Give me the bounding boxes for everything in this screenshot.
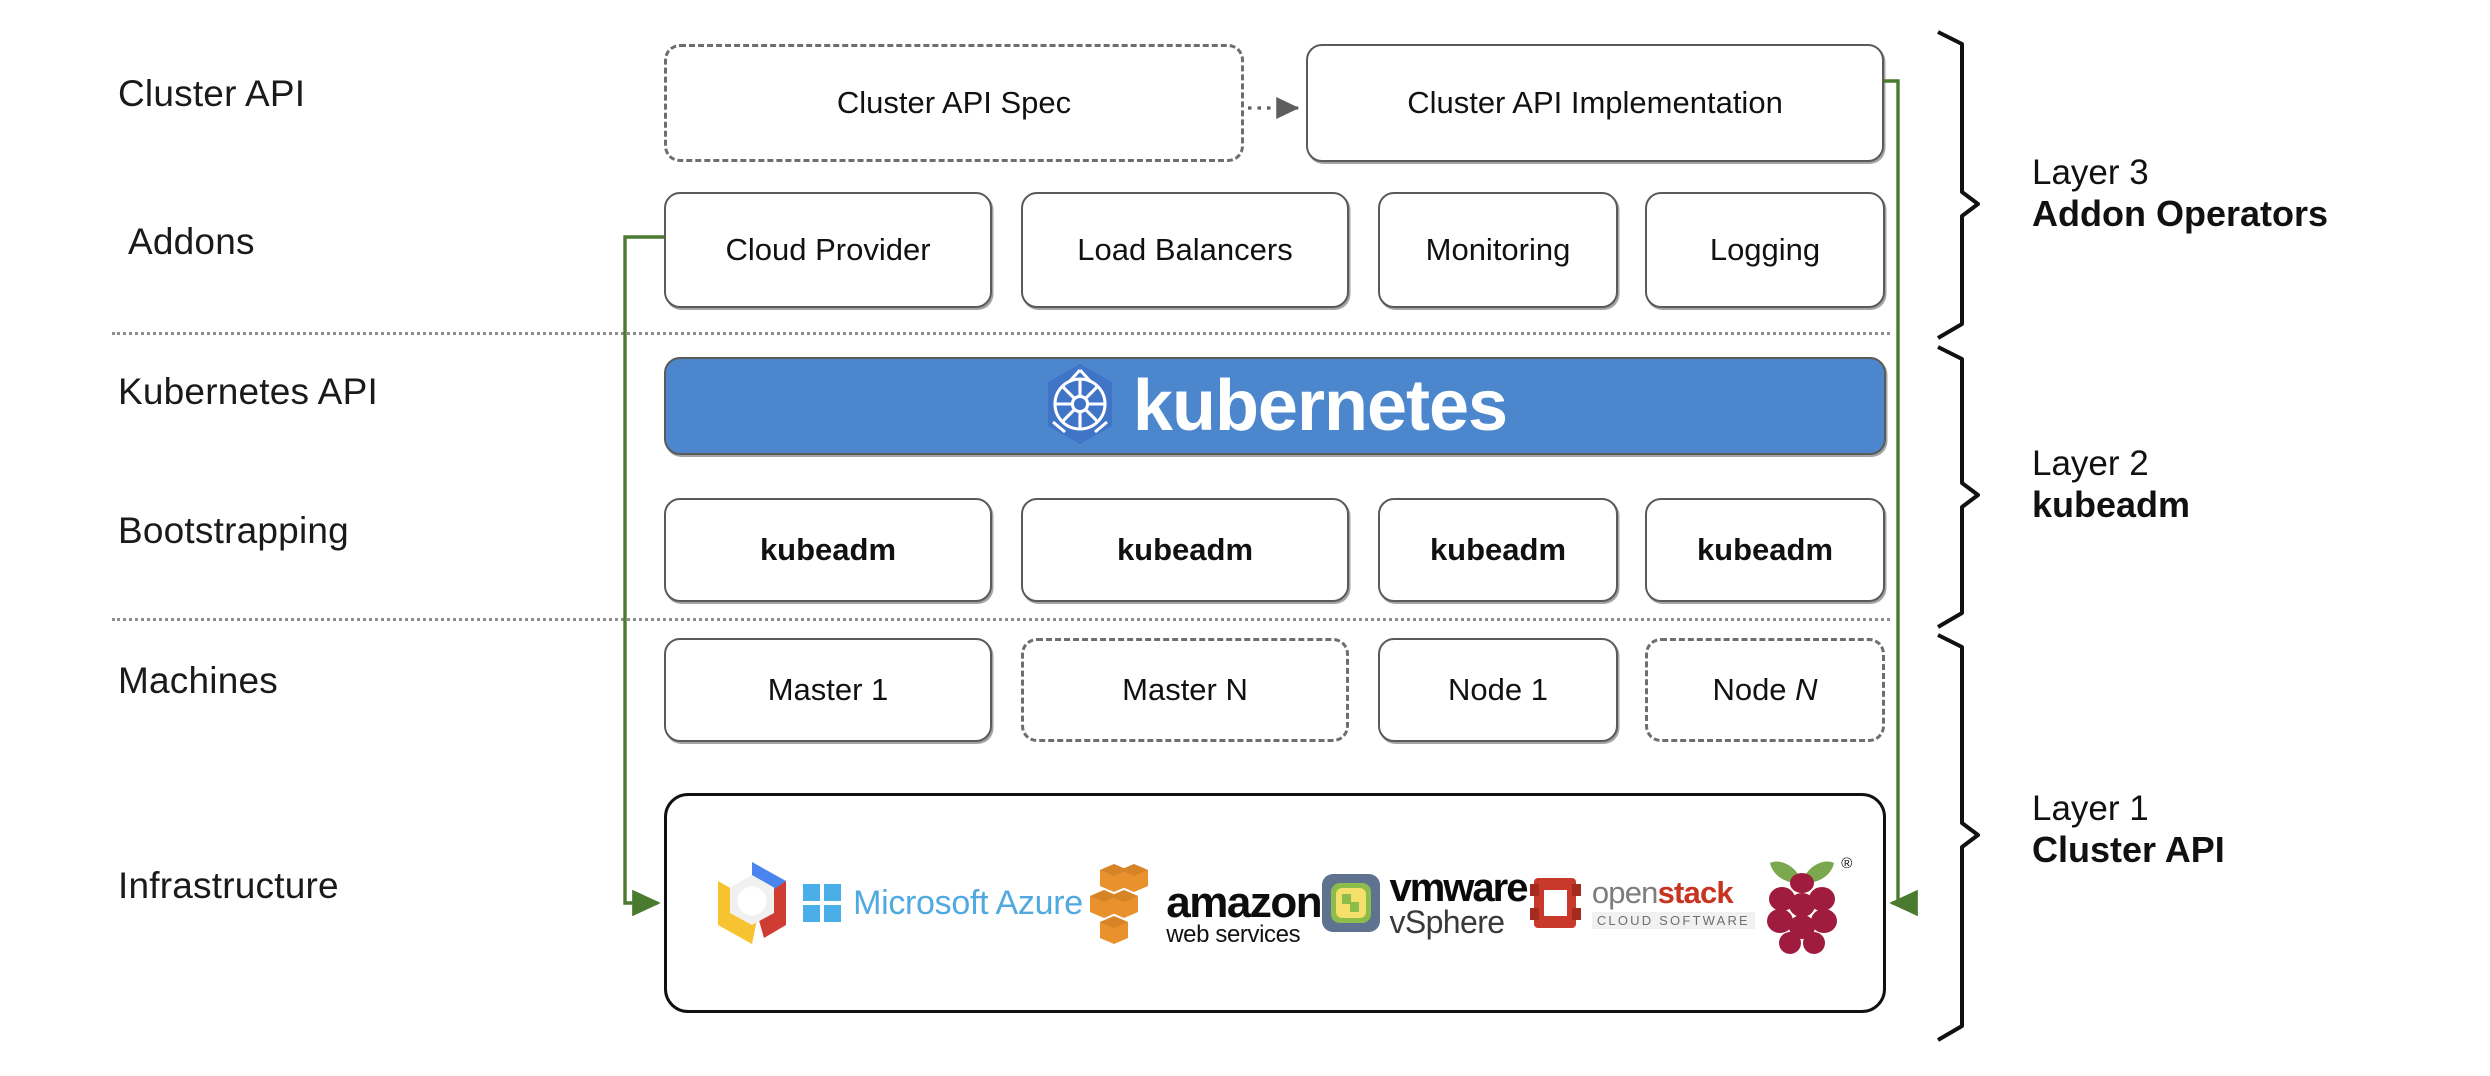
infrastructure-box[interactable]: Microsoft Azure [664,793,1886,1013]
addon-box-logging[interactable]: Logging [1645,192,1885,308]
addon-box-load-balancers[interactable]: Load Balancers [1021,192,1349,308]
layer-label-3: Layer 3 Addon Operators [2032,152,2328,236]
kubernetes-banner[interactable]: kubernetes [664,357,1886,455]
cluster-api-spec-label: Cluster API Spec [836,85,1072,120]
cluster-api-implementation-to-infrastructure-arrow [1884,79,1918,917]
bootstrap-label: kubeadm [1696,532,1834,567]
bootstrap-box-3[interactable]: kubeadm [1378,498,1618,602]
vmware-vsphere-icon[interactable]: vmware vSphere [1322,865,1528,940]
openstack-open-label: open [1591,875,1659,910]
cluster-api-spec-box[interactable]: Cluster API Spec [664,44,1244,162]
bootstrap-label: kubeadm [1429,532,1567,567]
machine-box-node-1[interactable]: Node 1 [1378,638,1618,742]
layer-1-number: Layer 1 [2032,789,2149,828]
microsoft-azure-label: Microsoft Azure [853,883,1083,922]
aws-webservices-label: web services [1166,920,1301,948]
machine-label: Master N [1122,672,1248,707]
layer-2-brace [1936,345,1980,629]
row-label-kubernetes-api: Kubernetes API [118,371,378,412]
amazon-web-services-icon[interactable]: amazon web services [1084,860,1323,948]
bootstrap-box-1[interactable]: kubeadm [664,498,992,602]
addon-box-monitoring[interactable]: Monitoring [1378,192,1618,308]
layer-3-name: Addon Operators [2032,193,2329,235]
row-label-addons: Addons [128,221,255,262]
bootstrap-label: kubeadm [759,532,897,567]
openstack-mark-icon [1529,878,1581,928]
bootstrap-label: kubeadm [1116,532,1254,567]
addon-box-cloud-provider[interactable]: Cloud Provider [664,192,992,308]
vsphere-label: vSphere [1389,903,1505,940]
layer-2-number: Layer 2 [2032,444,2149,483]
aws-amazon-label: amazon [1166,878,1322,928]
separator-layer3-layer2 [112,332,1890,335]
windows-flag-icon [803,884,842,922]
addon-label: Monitoring [1425,232,1571,267]
bootstrap-box-4[interactable]: kubeadm [1645,498,1885,602]
cluster-api-implementation-label: Cluster API Implementation [1407,85,1783,120]
raspberry-pi-icon[interactable]: ® [1756,847,1852,959]
cloud-provider-to-infrastructure-arrow [623,235,664,917]
addon-label: Cloud Provider [725,232,931,267]
addon-label: Load Balancers [1077,232,1293,267]
row-label-machines: Machines [118,660,278,701]
registered-trademark-icon: ® [1841,855,1853,872]
machine-box-master-n[interactable]: Master N [1021,638,1349,742]
openstack-icon[interactable]: openstack CLOUD SOFTWARE [1528,872,1755,934]
addon-label: Logging [1709,232,1821,267]
kubernetes-helm-wheel-icon [1043,362,1117,451]
kubernetes-wordmark: kubernetes [1132,366,1508,446]
vmware-label: vmware [1389,865,1528,910]
layer-2-name: kubeadm [2032,484,2191,526]
vsphere-tile-icon [1322,873,1381,932]
machine-label: Master 1 [767,672,889,707]
openstack-tagline: CLOUD SOFTWARE [1591,912,1755,929]
row-label-infrastructure: Infrastructure [118,865,339,906]
microsoft-azure-icon[interactable]: Microsoft Azure [803,884,1083,923]
openstack-stack-label: stack [1657,875,1734,910]
row-label-bootstrapping: Bootstrapping [118,510,349,551]
layer-3-brace [1936,30,1980,340]
machine-label-italic-n: N [1795,672,1818,707]
layer-3-number: Layer 3 [2032,153,2149,192]
google-cloud-platform-icon[interactable] [702,853,802,953]
cluster-api-implementation-box[interactable]: Cluster API Implementation [1306,44,1884,162]
machine-box-master-1[interactable]: Master 1 [664,638,992,742]
layer-1-brace [1936,633,1980,1042]
row-label-cluster-api: Cluster API [118,73,306,114]
machine-box-node-n[interactable]: Node N [1645,638,1885,742]
bootstrap-box-2[interactable]: kubeadm [1021,498,1349,602]
machine-label: Node 1 [1448,672,1548,707]
layer-1-name: Cluster API [2032,829,2225,871]
separator-layer2-layer1 [112,618,1890,621]
machine-label: Node N [1712,672,1818,707]
layer-label-1: Layer 1 Cluster API [2032,788,2225,872]
layer-label-2: Layer 2 kubeadm [2032,443,2190,527]
